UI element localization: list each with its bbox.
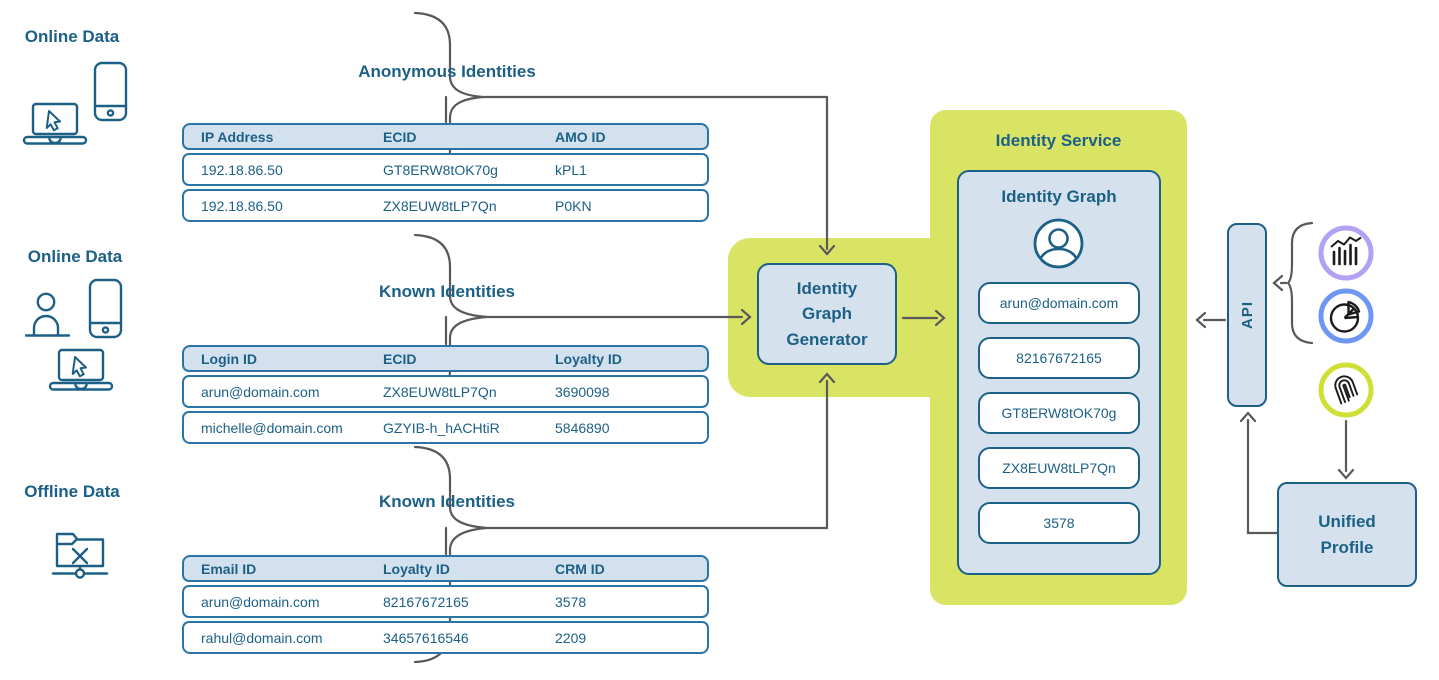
table-row: michelle@domain.com GZYIB-h_hACHtiR 5846… [182,411,709,444]
table-row: arun@domain.com 82167672165 3578 [182,585,709,618]
analytics-chart-icon [1318,225,1374,281]
known-identities-table-1: Login ID ECID Loyalty ID arun@domain.com… [182,345,709,444]
connector-profile-to-api [1246,418,1279,535]
laptop-cursor-icon [48,348,114,391]
platform-logo-icon [1318,362,1374,418]
table-cell: rahul@domain.com [201,629,323,646]
arrowhead-right [934,309,946,327]
table-row: arun@domain.com ZX8EUW8tLP7Qn 3690098 [182,375,709,408]
column-header: Login ID [201,350,257,367]
smartphone-icon [88,278,123,339]
table-cell: GZYIB-h_hACHtiR [383,419,500,436]
arrowhead-up [818,372,836,384]
chip-label: 82167672165 [1016,350,1102,366]
table-2-title: Known Identities [379,282,515,301]
section-3-label: Offline Data [24,482,120,501]
identity-graph-title: Identity Graph [1001,187,1117,206]
table-cell: 34657616546 [383,629,469,646]
connector-known2-to-generator [485,379,829,530]
table-cell: 2209 [555,629,587,646]
column-header: Loyalty ID [555,350,622,367]
known-identities-table-2: Email ID Loyalty ID CRM ID arun@domain.c… [182,555,709,654]
arrowhead-right [740,308,752,326]
identity-chip: GT8ERW8tOK70g [978,392,1140,434]
table-cell: 192.18.86.50 [201,197,283,214]
identity-graph-generator-box: Identity Graph Generator [757,263,897,365]
column-header: ECID [383,350,417,367]
arrowhead-left [1272,274,1284,292]
identity-chip: ZX8EUW8tLP7Qn [978,447,1140,489]
column-header: AMO ID [555,128,606,145]
smartphone-icon [93,61,128,122]
table-cell: kPL1 [555,161,587,178]
table-row: 192.18.86.50 GT8ERW8tOK70g kPL1 [182,153,709,186]
table-cell: 3690098 [555,383,610,400]
table-3-title: Known Identities [379,492,515,511]
column-header: Loyalty ID [383,560,450,577]
user-avatar-icon [1033,218,1084,269]
table-cell: P0KN [555,197,592,214]
arrowhead-down [818,244,836,256]
column-header: Email ID [201,560,257,577]
chip-label: arun@domain.com [999,295,1119,311]
connector-anonymous-to-generator [481,95,829,251]
table-header-row: Email ID Loyalty ID CRM ID [182,555,709,582]
chip-label: GT8ERW8tOK70g [1001,405,1117,421]
api-box: API [1227,223,1267,407]
table-header-row: Login ID ECID Loyalty ID [182,345,709,372]
table-cell: GT8ERW8tOK70g [383,161,498,178]
arrowhead-down [1337,468,1355,480]
chip-label: 3578 [1043,515,1075,531]
offline-folder-icon [51,532,109,579]
arrowhead-up [1239,411,1257,423]
unified-profile-label: Unified Profile [1318,512,1376,557]
arrowhead-left [1195,311,1207,329]
table-cell: 192.18.86.50 [201,161,283,178]
generator-label: Identity Graph Generator [786,278,868,349]
table-cell: arun@domain.com [201,593,320,610]
table-cell: michelle@domain.com [201,419,343,436]
column-header: ECID [383,128,417,145]
section-2-label: Online Data [27,247,123,266]
identity-service-title: Identity Service [995,131,1122,150]
person-icon [25,292,71,337]
identity-chip: arun@domain.com [978,282,1140,324]
table-row: 192.18.86.50 ZX8EUW8tLP7Qn P0KN [182,189,709,222]
table-header-row: IP Address ECID AMO ID [182,123,709,150]
unified-profile-box: Unified Profile [1277,482,1417,587]
table-cell: 3578 [555,593,587,610]
chip-label: ZX8EUW8tLP7Qn [1002,460,1116,476]
table-1-title: Anonymous Identities [358,62,536,81]
identity-chip: 3578 [978,502,1140,544]
table-cell: ZX8EUW8tLP7Qn [383,383,497,400]
table-cell: 82167672165 [383,593,469,610]
table-cell: 5846890 [555,419,610,436]
identity-chip: 82167672165 [978,337,1140,379]
audience-pie-icon [1318,288,1374,344]
laptop-cursor-icon [22,102,88,145]
column-header: IP Address [201,128,274,145]
table-row: rahul@domain.com 34657616546 2209 [182,621,709,654]
table-cell: ZX8EUW8tLP7Qn [383,197,497,214]
table-cell: arun@domain.com [201,383,320,400]
brace-app-icons [1286,221,1314,345]
section-1-label: Online Data [24,27,120,46]
anonymous-identities-table: IP Address ECID AMO ID 192.18.86.50 GT8E… [182,123,709,222]
api-label: API [1238,300,1256,329]
column-header: CRM ID [555,560,605,577]
